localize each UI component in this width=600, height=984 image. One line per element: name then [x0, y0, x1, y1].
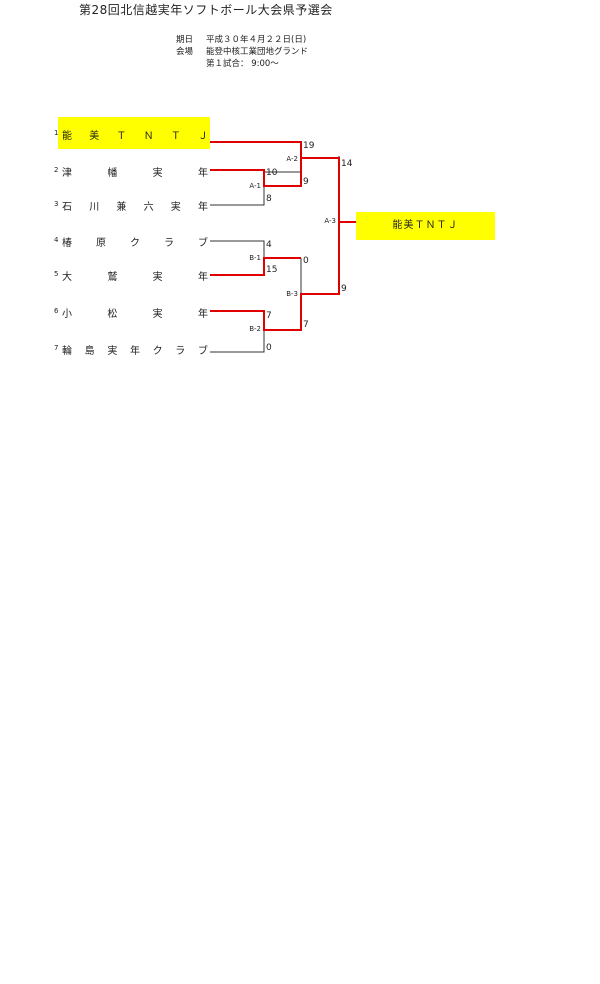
date-row: 期日 平成３０年４月２２日(日): [176, 33, 306, 45]
first-match-time: 第１試合： 9:00～: [206, 59, 279, 69]
team-name: 輪 島 実年 ク ラブ: [62, 342, 208, 357]
date-label: 期日: [176, 35, 194, 45]
match-label-a2: A-2: [286, 155, 298, 163]
team-name-char: 実: [152, 272, 163, 283]
score-b1-top: 4: [266, 240, 272, 250]
venue-row: 会場 能登中核工業団地グランド: [176, 45, 308, 57]
team-name-char: Ｔ: [116, 131, 127, 142]
team-name-char: 津: [62, 168, 72, 179]
score-a1-top: 10: [266, 168, 278, 178]
team-name-char: 原: [96, 238, 106, 249]
team-name: 椿原クラブ: [62, 234, 208, 249]
team-number: 2: [54, 166, 59, 174]
match-label-a1: A-1: [249, 182, 261, 190]
team-name-char: 年: [197, 309, 208, 320]
match-label-b3: B-3: [286, 290, 298, 298]
team-number: 6: [54, 307, 59, 315]
team-name-char: 年: [197, 272, 208, 283]
score-b3-top: 0: [303, 256, 309, 266]
team-name-char: ブ: [198, 238, 208, 249]
score-a2-bottom: 9: [303, 177, 309, 187]
team-name-char: 実: [170, 202, 181, 213]
team-number: 1: [54, 129, 59, 137]
team-name: 大鷲実年: [62, 268, 208, 283]
team-name-char: 椿: [62, 238, 72, 249]
team-name-char: 年: [197, 168, 208, 179]
score-a2-top: 19: [303, 141, 315, 151]
team-name-char: 六: [143, 202, 154, 213]
team-name-char: 石: [62, 202, 72, 213]
team-name-char: 小: [62, 309, 72, 320]
team-name-char: 川: [89, 202, 100, 213]
team-name-char: Ｎ: [143, 131, 154, 142]
team-name-char: 輪: [62, 346, 72, 357]
match-label-b1: B-1: [249, 254, 261, 262]
team-name-char: 実: [152, 168, 163, 179]
team-name-char: ラ: [175, 346, 186, 357]
score-b2-top: 7: [266, 311, 272, 321]
date-value: 平成３０年４月２２日(日): [206, 35, 307, 45]
team-name-char: ク: [130, 238, 140, 249]
team-name-char: 実: [107, 346, 118, 357]
team-name-char: ラ: [164, 238, 174, 249]
score-b3-bottom: 7: [303, 320, 309, 330]
team-name-char: 美: [89, 131, 100, 142]
score-a3-top: 14: [341, 159, 353, 169]
match-label-b2: B-2: [249, 325, 261, 333]
team-name-char: 島: [84, 346, 95, 357]
team-name-char: 兼: [116, 202, 127, 213]
team-name-char: 能: [62, 131, 72, 142]
score-a3-bottom: 9: [341, 284, 347, 294]
champion-box: 能美ＴＮＴＪ: [356, 212, 495, 240]
team-name: 石川兼六実年: [62, 198, 208, 213]
team-number: 3: [54, 200, 59, 208]
team-name-char: 年: [129, 346, 140, 357]
page-title: 第28回北信越実年ソフトボール大会県予選会: [79, 3, 333, 17]
team-name-char: 実: [152, 309, 163, 320]
team-name: 小松実年: [62, 305, 208, 320]
team-name-char: ブ: [197, 346, 208, 357]
venue-value: 能登中核工業団地グランド: [206, 47, 309, 57]
bracket-lines: [210, 141, 356, 353]
team-number: 5: [54, 270, 59, 278]
match-label-a3: A-3: [324, 217, 336, 225]
team-name-char: ク: [152, 346, 163, 357]
team-number: 7: [54, 344, 59, 352]
team-name: 津幡実年: [62, 164, 208, 179]
team-name-char: 大: [62, 272, 72, 283]
score-a1-bottom: 8: [266, 194, 272, 204]
team-name-char: 松: [107, 309, 118, 320]
team-name-char: Ｊ: [197, 131, 208, 142]
team-number: 4: [54, 236, 59, 244]
team-name-char: Ｔ: [170, 131, 181, 142]
venue-label: 会場: [176, 47, 194, 57]
team-name-char: 鷲: [107, 272, 118, 283]
bracket-win-lines: [210, 141, 356, 331]
team-name-char: 幡: [107, 168, 118, 179]
team-name-char: 年: [197, 202, 208, 213]
score-b1-bottom: 15: [266, 265, 278, 275]
score-b2-bottom: 0: [266, 343, 272, 353]
team-1-highlight: [58, 117, 210, 149]
